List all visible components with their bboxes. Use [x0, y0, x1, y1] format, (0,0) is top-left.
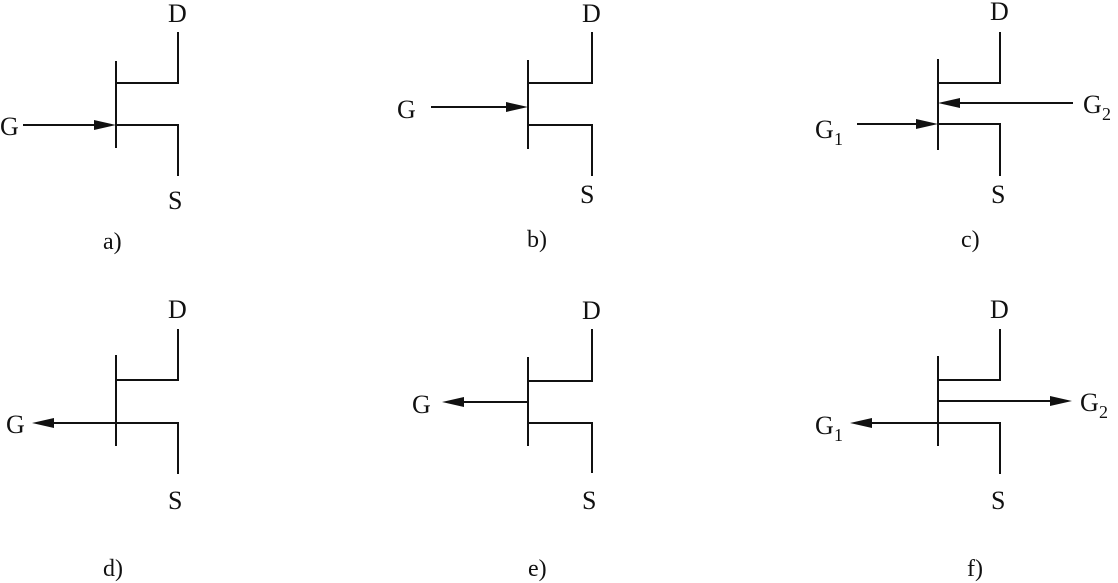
caption-d: d) — [103, 556, 123, 582]
drain-label: D — [990, 295, 1009, 324]
caption-c: c) — [961, 227, 980, 253]
symbol-d: D S G d) — [6, 295, 187, 582]
symbol-f: D S G 1 G 2 f) — [815, 295, 1108, 582]
gate1-arrow-out — [850, 418, 872, 428]
source-label: S — [580, 180, 594, 209]
gate2-subscript: 2 — [1102, 104, 1111, 124]
drain-label: D — [168, 295, 187, 324]
source-lead — [937, 422, 1001, 474]
drain-label: D — [168, 0, 187, 28]
drain-label: D — [990, 0, 1009, 26]
gate1-label: G — [815, 411, 834, 440]
gate-arrow-out — [32, 418, 54, 428]
source-lead — [115, 422, 179, 474]
drain-label: D — [582, 296, 601, 325]
source-lead — [937, 123, 1001, 176]
source-label: S — [582, 486, 596, 515]
caption-a: a) — [103, 229, 122, 255]
gate-arrow-in — [94, 120, 116, 130]
gate-label: G — [412, 390, 431, 419]
drain-lead — [937, 329, 1001, 381]
source-lead — [527, 422, 593, 473]
source-label: S — [991, 486, 1005, 515]
drain-lead — [115, 329, 179, 381]
caption-b: b) — [527, 227, 547, 253]
gate-label: G — [397, 95, 416, 124]
gate2-label: G — [1080, 388, 1099, 417]
gate-label: G — [0, 112, 19, 141]
source-lead — [115, 124, 179, 176]
gate1-subscript: 1 — [834, 425, 843, 445]
symbol-b: D S G b) — [397, 0, 601, 253]
drain-lead — [527, 329, 593, 382]
drain-lead — [115, 32, 179, 84]
drain-lead — [527, 32, 593, 84]
gate1-arrow-in — [916, 119, 938, 129]
symbol-e: D S G e) — [412, 296, 601, 582]
symbol-c: D S G 1 G 2 c) — [815, 0, 1111, 253]
gate2-subscript: 2 — [1099, 402, 1108, 422]
source-label: S — [168, 486, 182, 515]
gate1-label: G — [815, 115, 834, 144]
gate-arrow-in — [506, 102, 528, 112]
symbol-a: D S G a) — [0, 0, 187, 255]
drain-lead — [937, 32, 1001, 84]
gate2-label: G — [1083, 90, 1102, 119]
drain-label: D — [582, 0, 601, 28]
source-lead — [527, 124, 593, 176]
caption-f: f) — [967, 556, 983, 582]
gate2-arrow-out — [1050, 396, 1072, 406]
caption-e: e) — [528, 556, 547, 582]
source-label: S — [991, 180, 1005, 209]
gate-label: G — [6, 410, 25, 439]
gate1-subscript: 1 — [834, 129, 843, 149]
source-label: S — [168, 186, 182, 215]
gate-arrow-out — [442, 397, 464, 407]
gate2-arrow-in — [938, 98, 960, 108]
